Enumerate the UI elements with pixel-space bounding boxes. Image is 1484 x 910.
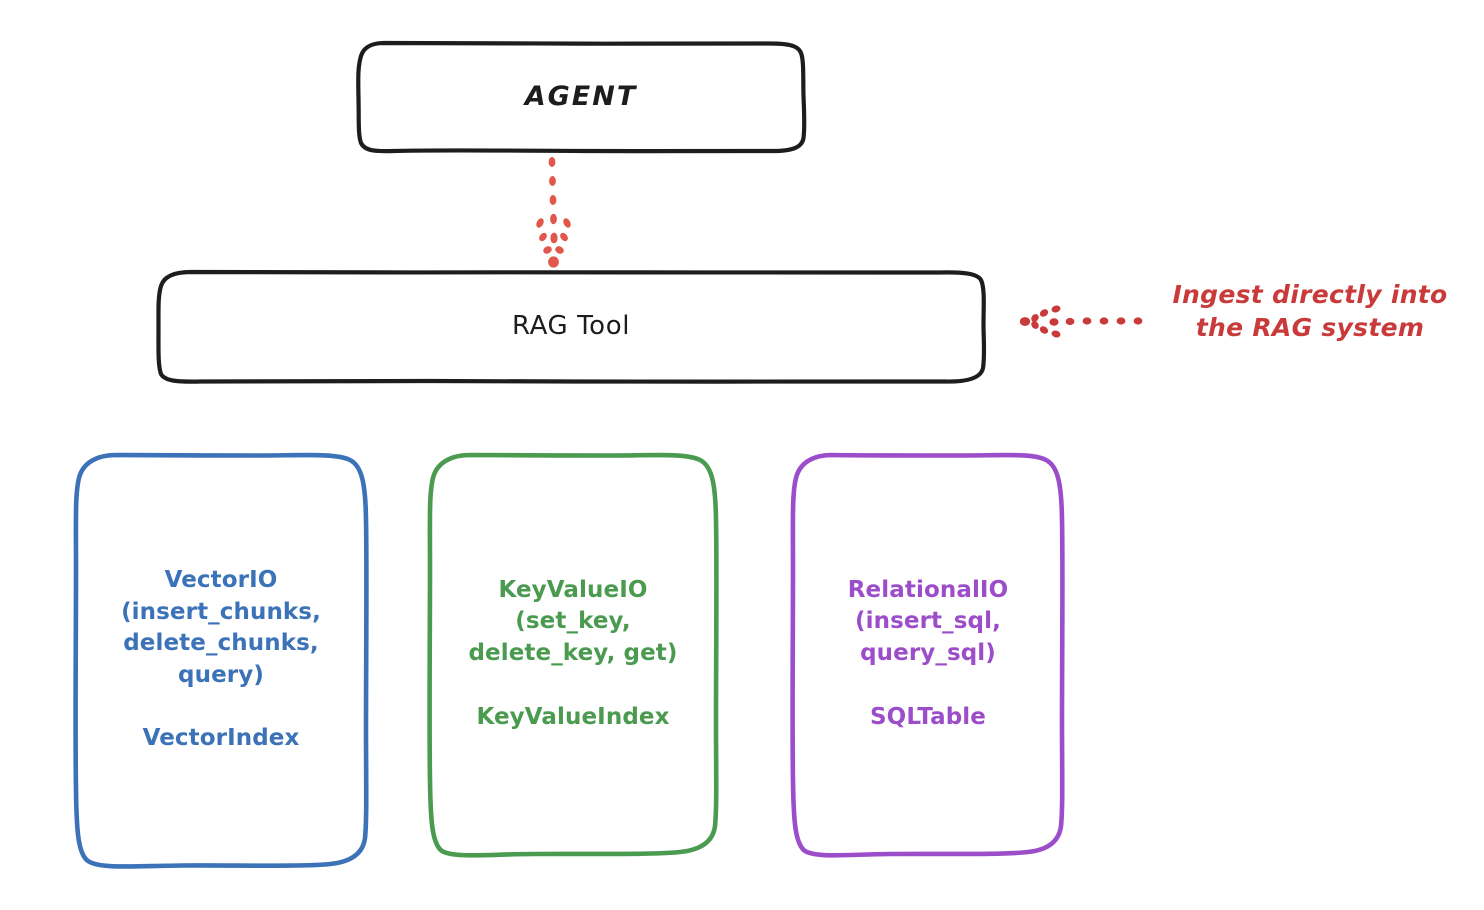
connector-agent-to-rag-tool	[536, 157, 571, 268]
rag-tool-label: RAG Tool	[511, 310, 631, 341]
node-agent[interactable]: AGENT	[355, 40, 807, 154]
node-key-value-io[interactable]: KeyValueIO (set_key, delete_key, get) Ke…	[426, 450, 720, 858]
node-relational-io[interactable]: RelationalIO (insert_sql, query_sql) SQL…	[790, 450, 1066, 858]
node-rag-tool[interactable]: RAG Tool	[155, 268, 987, 385]
node-vector-io[interactable]: VectorIO (insert_chunks, delete_chunks, …	[72, 450, 370, 870]
vector-io-label: VectorIO (insert_chunks, delete_chunks, …	[121, 566, 321, 752]
ingest-annotation: Ingest directly into the RAG system	[1020, 278, 1470, 368]
key-value-io-label: KeyValueIO (set_key, delete_key, get) Ke…	[468, 576, 678, 730]
ingest-annotation-label: Ingest directly into the RAG system	[1172, 280, 1448, 342]
agent-label: AGENT	[524, 81, 638, 113]
ingest-arrow-icon	[1020, 305, 1143, 338]
relational-io-label: RelationalIO (insert_sql, query_sql) SQL…	[847, 576, 1009, 730]
